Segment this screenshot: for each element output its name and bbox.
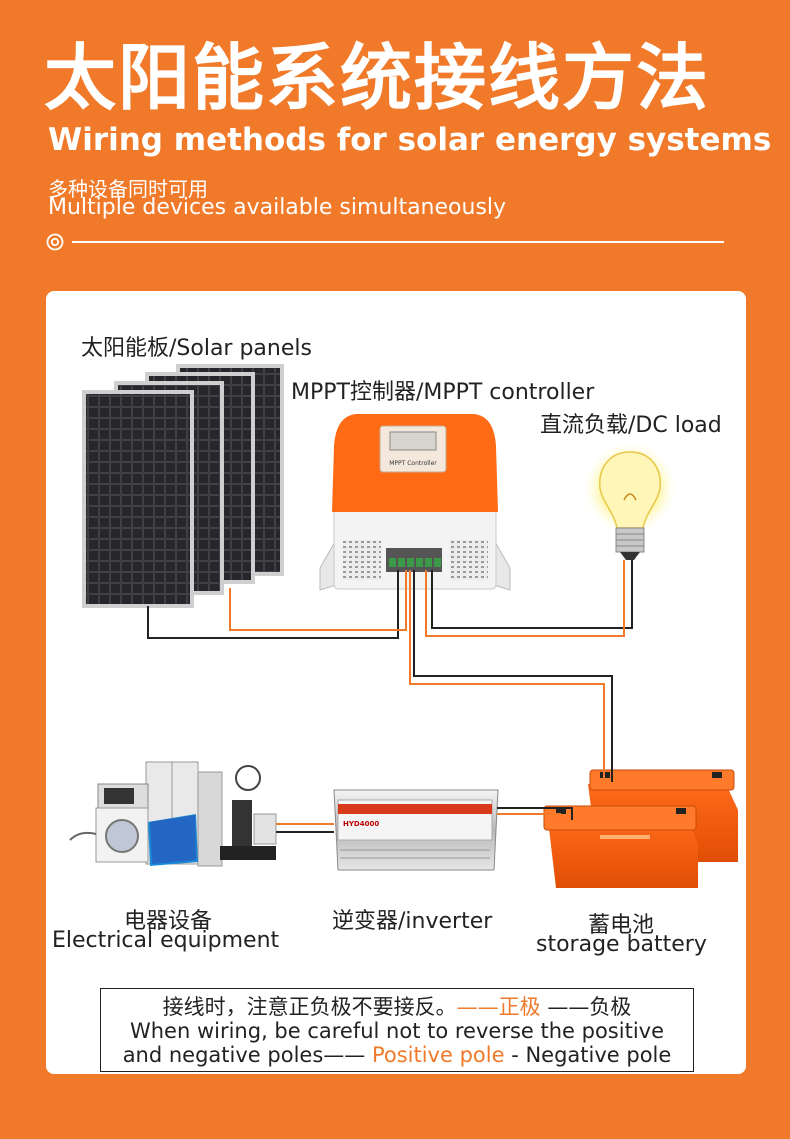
- inverter-brand: HYD4000: [343, 820, 379, 828]
- battery-label-en: storage battery: [536, 932, 707, 957]
- positive-legend-cn: ——正极: [456, 995, 541, 1019]
- note-line-3: and negative poles—— Positive pole - Neg…: [101, 1043, 693, 1067]
- inverter: HYD4000: [333, 789, 499, 871]
- positive-legend-en: Positive pole: [365, 1043, 505, 1067]
- electrical-equipment: [69, 761, 277, 867]
- electrical-equipment-label-cn: 电器设备: [124, 909, 213, 934]
- note-line-2: When wiring, be careful not to reverse t…: [129, 1019, 665, 1043]
- negative-legend-en: - Negative pole: [504, 1043, 672, 1067]
- wiring-note-box: 接线时，注意正负极不要接反。——正极 ——负极 When wiring, be …: [100, 988, 694, 1072]
- header-divider: [72, 241, 724, 243]
- negative-legend-cn: ——负极: [540, 995, 632, 1019]
- electrical-equipment-label-en: Electrical equipment: [52, 928, 280, 953]
- mppt-controller-label: MPPT控制器/MPPT controller: [291, 380, 595, 405]
- page-subtitle: 多种设备同时可用: [48, 177, 208, 201]
- page-title-english: Wiring methods for solar energy systems: [48, 122, 772, 158]
- dc-load-label: 直流负载/DC load: [540, 413, 722, 438]
- target-icon: [46, 233, 64, 251]
- storage-batteries: [543, 769, 738, 888]
- mppt-controller: MPPT Controller: [319, 414, 511, 591]
- light-bulb-icon: [582, 440, 678, 560]
- note-text-en: and negative poles——: [122, 1043, 366, 1067]
- solar-panels-label: 太阳能板/Solar panels: [81, 336, 312, 361]
- page-subtitle-english: Multiple devices available simultaneousl…: [48, 195, 507, 220]
- inverter-label: 逆变器/inverter: [332, 909, 493, 934]
- controller-plate-label: MPPT Controller: [389, 460, 437, 467]
- battery-label-cn: 蓄电池: [588, 913, 655, 938]
- note-text-cn: 接线时，注意正负极不要接反。: [162, 995, 457, 1019]
- solar-panels: [82, 364, 284, 608]
- note-line-1: 接线时，注意正负极不要接反。——正极 ——负极: [101, 995, 693, 1019]
- page-title: 太阳能系统接线方法: [44, 36, 711, 120]
